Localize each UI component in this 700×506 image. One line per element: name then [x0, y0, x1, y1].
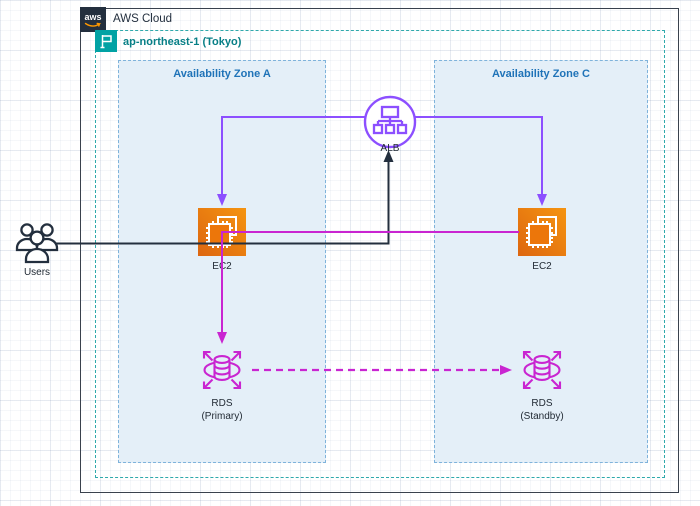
alb-icon[interactable] [362, 94, 418, 155]
rds-primary-icon[interactable] [198, 346, 246, 399]
rds-standby-icon[interactable] [518, 346, 566, 399]
ec2-c-icon[interactable] [518, 208, 566, 261]
region-label: ap-northeast-1 (Tokyo) [123, 36, 242, 48]
ec2-a-icon[interactable] [198, 208, 246, 261]
ec2-a-label: EC2 [212, 261, 232, 272]
alb-label: ALB [380, 143, 400, 154]
ec2-c-label: EC2 [532, 261, 552, 272]
aws-cloud-label: AWS Cloud [113, 13, 173, 25]
region-container[interactable] [95, 30, 665, 478]
users-icon[interactable] [15, 219, 59, 270]
availability-zone-a-label: Availability Zone A [173, 68, 271, 80]
rds-standby-label: RDS (Standby) [520, 398, 564, 422]
users-label: Users [23, 267, 51, 278]
availability-zone-c-label: Availability Zone C [491, 68, 590, 80]
region-flag-icon [95, 30, 117, 52]
rds-primary-label: RDS (Primary) [201, 398, 243, 422]
svg-text:aws: aws [84, 12, 101, 22]
aws-cloud-icon: aws [80, 7, 106, 32]
aws-cloud-container[interactable] [80, 8, 679, 493]
